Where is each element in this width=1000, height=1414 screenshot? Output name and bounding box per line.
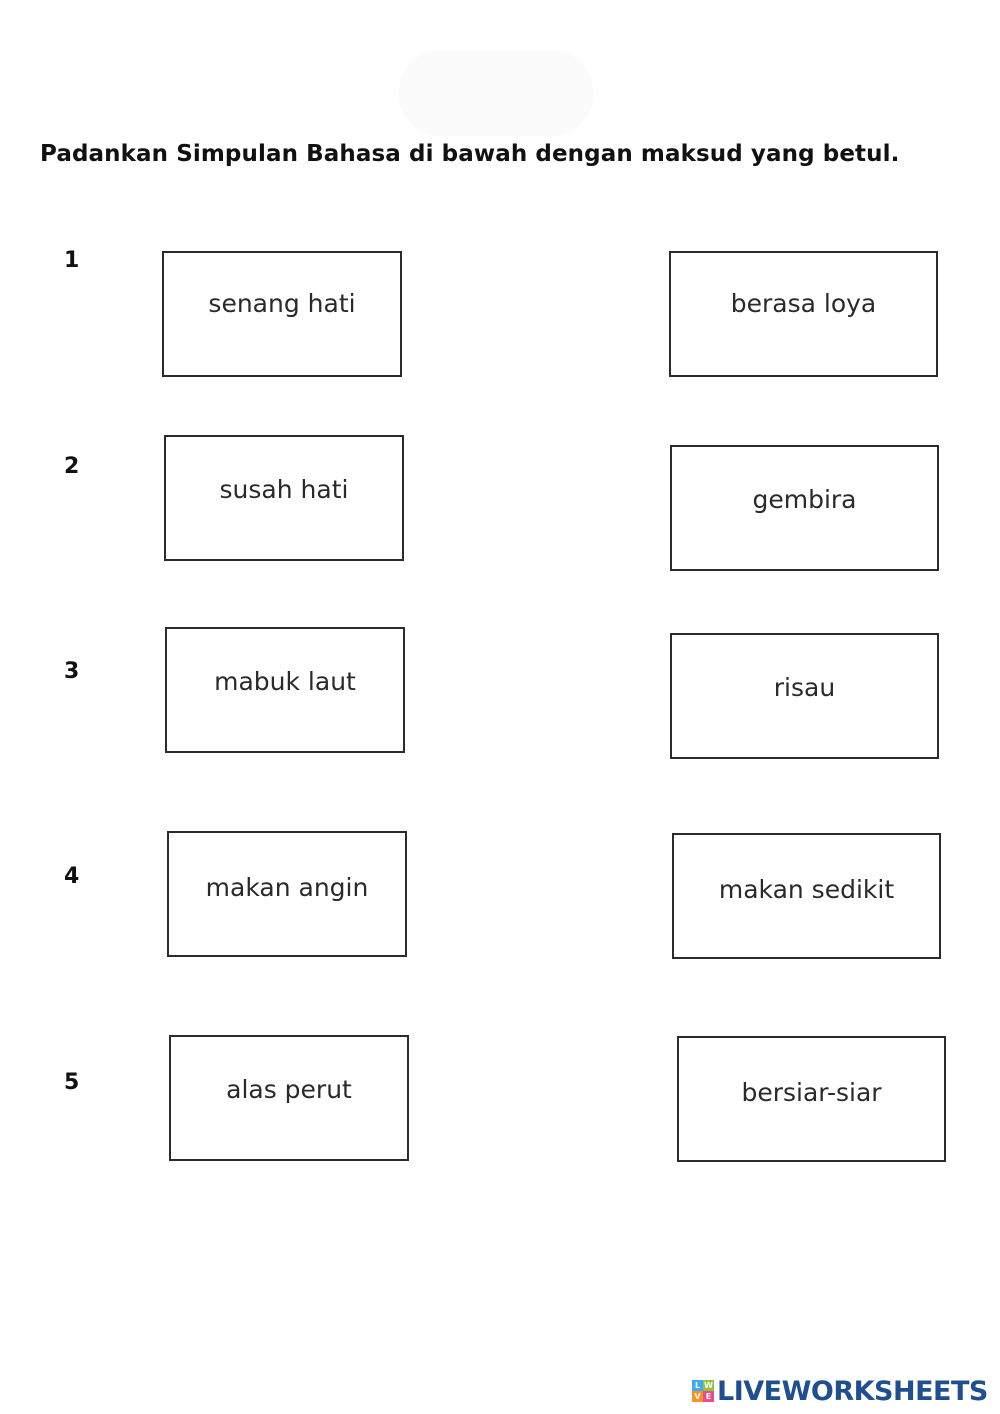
left-box-2-label: susah hati bbox=[219, 475, 349, 504]
faint-header-mark bbox=[398, 50, 594, 136]
question-number-4: 4 bbox=[64, 864, 80, 889]
right-box-2[interactable]: gembira bbox=[670, 445, 939, 571]
instruction-text: Padankan Simpulan Bahasa di bawah dengan… bbox=[40, 141, 900, 167]
question-number-2: 2 bbox=[64, 454, 80, 479]
liveworksheets-icon: L W V E bbox=[692, 1380, 714, 1402]
right-box-4[interactable]: makan sedikit bbox=[672, 833, 941, 959]
left-box-1[interactable]: senang hati bbox=[162, 251, 402, 377]
right-box-5[interactable]: bersiar-siar bbox=[677, 1036, 946, 1162]
left-box-3-label: mabuk laut bbox=[214, 667, 356, 696]
left-box-1-label: senang hati bbox=[208, 289, 356, 318]
right-box-1[interactable]: berasa loya bbox=[669, 251, 938, 377]
liveworksheets-text: LIVEWORKSHEETS bbox=[717, 1375, 988, 1407]
right-box-5-label: bersiar-siar bbox=[741, 1078, 882, 1107]
right-box-4-label: makan sedikit bbox=[718, 875, 895, 904]
right-box-3-label: risau bbox=[773, 673, 836, 702]
left-box-4[interactable]: makan angin bbox=[167, 831, 407, 957]
logo-icon-letter-e: E bbox=[703, 1391, 714, 1402]
question-number-1: 1 bbox=[64, 248, 80, 273]
liveworksheets-logo: L W V E LIVEWORKSHEETS bbox=[692, 1375, 988, 1407]
right-box-3[interactable]: risau bbox=[670, 633, 939, 759]
right-box-2-label: gembira bbox=[752, 485, 857, 514]
question-number-3: 3 bbox=[64, 659, 80, 684]
left-box-4-label: makan angin bbox=[205, 873, 369, 902]
logo-icon-letter-v: V bbox=[692, 1391, 703, 1402]
question-number-5: 5 bbox=[64, 1070, 80, 1095]
left-box-5[interactable]: alas perut bbox=[169, 1035, 409, 1161]
left-box-3[interactable]: mabuk laut bbox=[165, 627, 405, 753]
right-box-1-label: berasa loya bbox=[730, 289, 877, 318]
logo-icon-letter-w: W bbox=[703, 1380, 714, 1391]
logo-icon-letter-l: L bbox=[692, 1380, 703, 1391]
left-box-5-label: alas perut bbox=[226, 1075, 352, 1104]
left-box-2[interactable]: susah hati bbox=[164, 435, 404, 561]
